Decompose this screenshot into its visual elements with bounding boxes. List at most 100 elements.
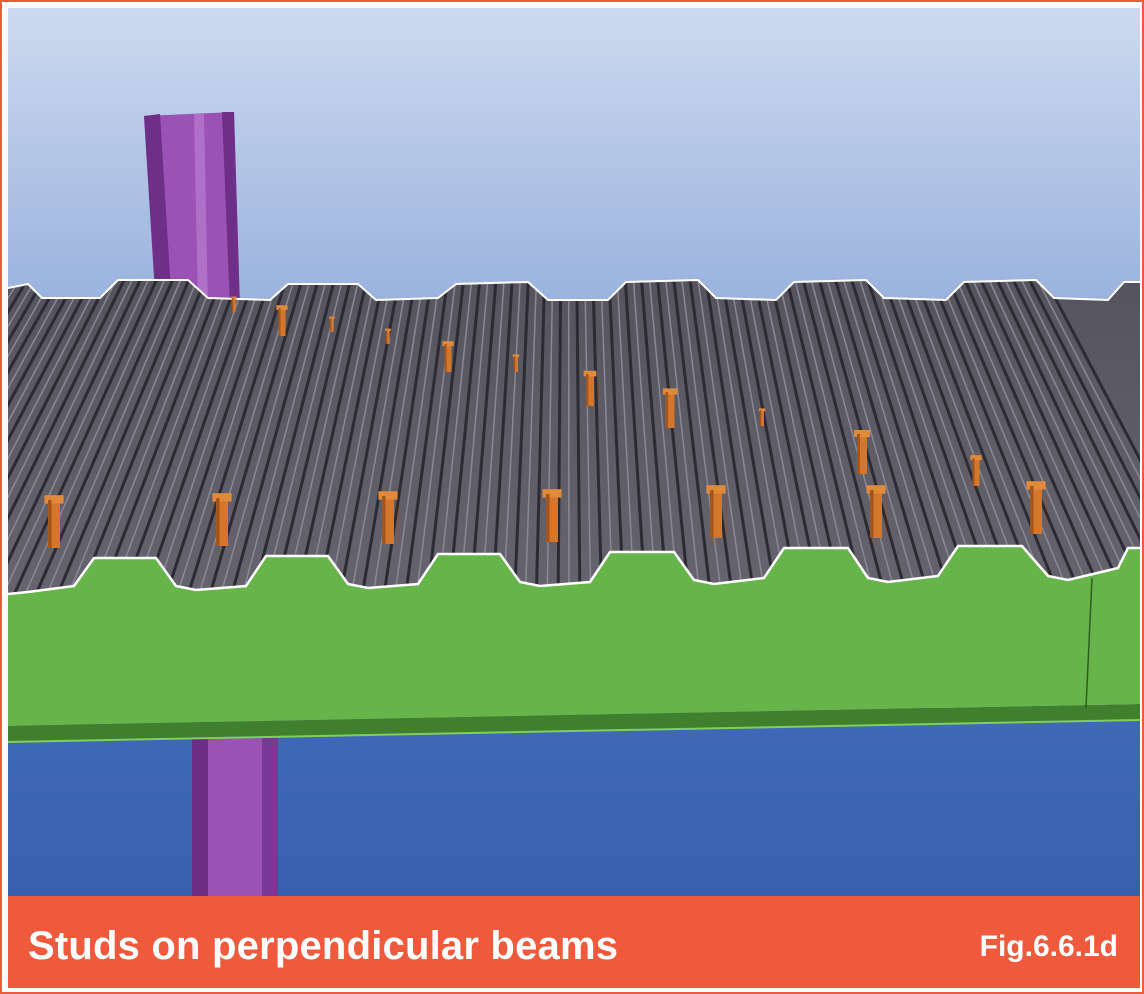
- 3d-model-view: [8, 8, 1140, 896]
- deck-rib-line: [326, 280, 393, 594]
- metal-deck: [8, 280, 1140, 594]
- deck-rib-line: [534, 280, 547, 594]
- deck-rib-line: [664, 280, 702, 594]
- deck-rib-line: [270, 280, 353, 594]
- deck-rib-line: [946, 280, 1088, 594]
- deck-rib-line: [8, 280, 62, 594]
- deck-rib-line: [204, 280, 304, 594]
- deck-rib-line: [524, 280, 538, 594]
- deck-rib-line: [226, 280, 321, 594]
- deck-top-edge: [8, 278, 1140, 302]
- deck-rib-line: [584, 280, 592, 594]
- deck-rib-line: [930, 280, 1066, 594]
- deck-rib-line: [720, 280, 780, 594]
- deck-rib-line: [172, 280, 280, 594]
- deck-rib-line: [1019, 280, 1140, 594]
- deck-rib-line: [8, 280, 150, 594]
- deck-rib-line: [8, 280, 54, 594]
- deck-rib-line: [842, 280, 944, 594]
- deck-rib-line: [680, 280, 724, 594]
- deck-rib-line: [380, 280, 434, 594]
- deck-rib-line: [18, 280, 167, 594]
- deck-rib-line: [150, 280, 263, 594]
- deck-rib-line: [962, 280, 1110, 594]
- deck-rib-line: [8, 280, 46, 594]
- deck-rib-line: [62, 280, 199, 594]
- deck-rib-line: [292, 280, 369, 594]
- figure-number: Fig.6.6.1d: [979, 930, 1118, 963]
- deck-rib-line: [138, 280, 256, 594]
- deck-rib-line: [575, 280, 582, 594]
- deck-rib-line: [370, 280, 425, 594]
- green-steel-beam: [8, 544, 1140, 743]
- deck-rib-line: [194, 280, 296, 594]
- deck-rib-line: [697, 280, 746, 594]
- deck-rib-line: [672, 280, 714, 594]
- deck-rib-line: [810, 280, 900, 594]
- deck-rib-line: [704, 280, 758, 594]
- deck-rib-line: [94, 280, 224, 594]
- caption-bar: Studs on perpendicular beams Fig.6.6.1d: [8, 896, 1140, 988]
- deck-rib-line: [8, 280, 127, 594]
- deck-rib-line: [8, 280, 111, 594]
- deck-rib-line: [84, 280, 215, 594]
- deck-rib-line: [160, 280, 272, 594]
- deck-rib-line: [348, 280, 409, 594]
- deck-rib-line: [8, 280, 70, 594]
- deck-rib-line: [502, 280, 522, 594]
- deck-rib-line: [955, 280, 1098, 594]
- deck-rib-line: [50, 280, 191, 594]
- deck-rib-line: [128, 280, 247, 594]
- deck-rib-line: [8, 280, 78, 594]
- deck-rib-line: [8, 280, 86, 594]
- deck-rib-line: [793, 280, 878, 594]
- deck-rib-line: [1027, 280, 1140, 594]
- deck-rib-line: [314, 280, 385, 594]
- deck-rib-line: [713, 280, 768, 594]
- deck-rib-line: [402, 280, 450, 594]
- deck-rib-line: [826, 280, 922, 594]
- deck-rib-line: [8, 280, 143, 594]
- deck-rib-line: [8, 280, 95, 594]
- deck-rib-line: [978, 280, 1132, 594]
- deck-rib-line: [1011, 280, 1140, 594]
- deck-rib-line: [358, 280, 417, 594]
- deck-rib-line: [248, 280, 337, 594]
- deck-rib-line: [414, 280, 457, 594]
- deck-rib-line: [238, 280, 328, 594]
- deck-rib-line: [987, 280, 1140, 594]
- deck-rib-line: [688, 280, 736, 594]
- deck-rib-line: [8, 280, 102, 594]
- deck-rib-line: [939, 280, 1076, 594]
- deck-rib-line: [556, 280, 563, 594]
- deck-rib-line: [512, 280, 530, 594]
- deck-rib-line: [392, 280, 441, 594]
- deck-rib-line: [282, 280, 360, 594]
- deck-rib-line: [8, 280, 118, 594]
- figure-title: Studs on perpendicular beams: [28, 924, 619, 968]
- deck-rib-line: [1043, 280, 1140, 594]
- deck-rib-line: [216, 280, 312, 594]
- deck-rib-line: [8, 280, 159, 594]
- deck-rib-line: [971, 280, 1120, 594]
- deck-rib-line: [833, 280, 934, 594]
- deck-rib-line: [304, 280, 376, 594]
- deck-rib-line: [72, 280, 208, 594]
- deck-rib-line: [8, 280, 134, 594]
- deck-rib-line: [182, 280, 288, 594]
- deck-rib-line: [424, 280, 466, 594]
- deck-rib-line: [849, 280, 956, 594]
- deck-rib-line: [106, 280, 231, 594]
- steel-column-upper: [144, 112, 240, 308]
- steel-column-lower: [192, 708, 278, 896]
- deck-rib-line: [546, 280, 554, 594]
- deck-rib-line: [28, 280, 175, 594]
- deck-rib-line: [858, 280, 966, 594]
- deck-rib-line: [1035, 280, 1140, 594]
- deck-rib-line: [260, 280, 344, 594]
- deck-rib-line: [655, 280, 692, 594]
- deck-rib-line: [591, 280, 604, 594]
- deck-rib-line: [922, 280, 1054, 594]
- deck-rib-line: [801, 280, 890, 594]
